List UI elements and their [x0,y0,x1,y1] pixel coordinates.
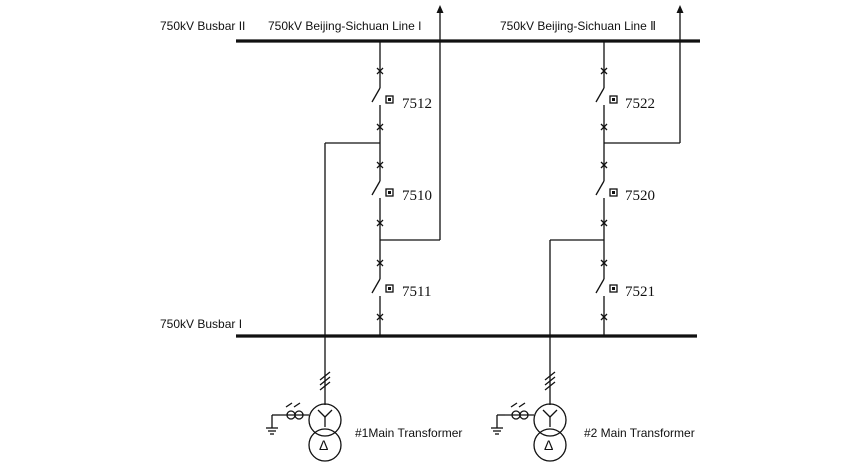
busbar-1-label: 750kV Busbar I [160,317,242,331]
breaker-7510 [371,161,394,227]
transformer-1-tap [324,142,380,336]
breaker-7522-label: 7522 [625,96,655,112]
transformer-1-delta: Δ [319,437,328,453]
breaker-7522 [595,67,618,131]
breaker-7520 [595,161,618,227]
transformer-2-tap [549,239,604,336]
line-1-feeder [380,5,444,241]
transformer-2-delta: Δ [544,437,553,453]
breaker-7511-label: 7511 [402,284,431,300]
breaker-7520-label: 7520 [625,188,655,204]
string-1 [371,41,394,336]
breaker-7512 [371,67,394,131]
breaker-7512-label: 7512 [402,96,432,112]
busbar-2-label: 750kV Busbar II [160,19,245,33]
line-2-feeder [604,5,684,144]
transformer-1-label: #1Main Transformer [355,426,462,440]
transformer-2-label: #2 Main Transformer [584,426,695,440]
transformer-1: Δ [266,336,342,462]
string-2 [595,41,618,336]
line-1-label: 750kV Beijing-Sichuan Line I [268,19,421,33]
breaker-7511 [371,259,394,321]
breaker-7521-label: 7521 [625,284,655,300]
line-2-label: 750kV Beijing-Sichuan Line Ⅱ [500,19,656,33]
transformer-2: Δ [491,336,567,462]
breaker-7521 [595,259,618,321]
breaker-7510-label: 7510 [402,188,432,204]
